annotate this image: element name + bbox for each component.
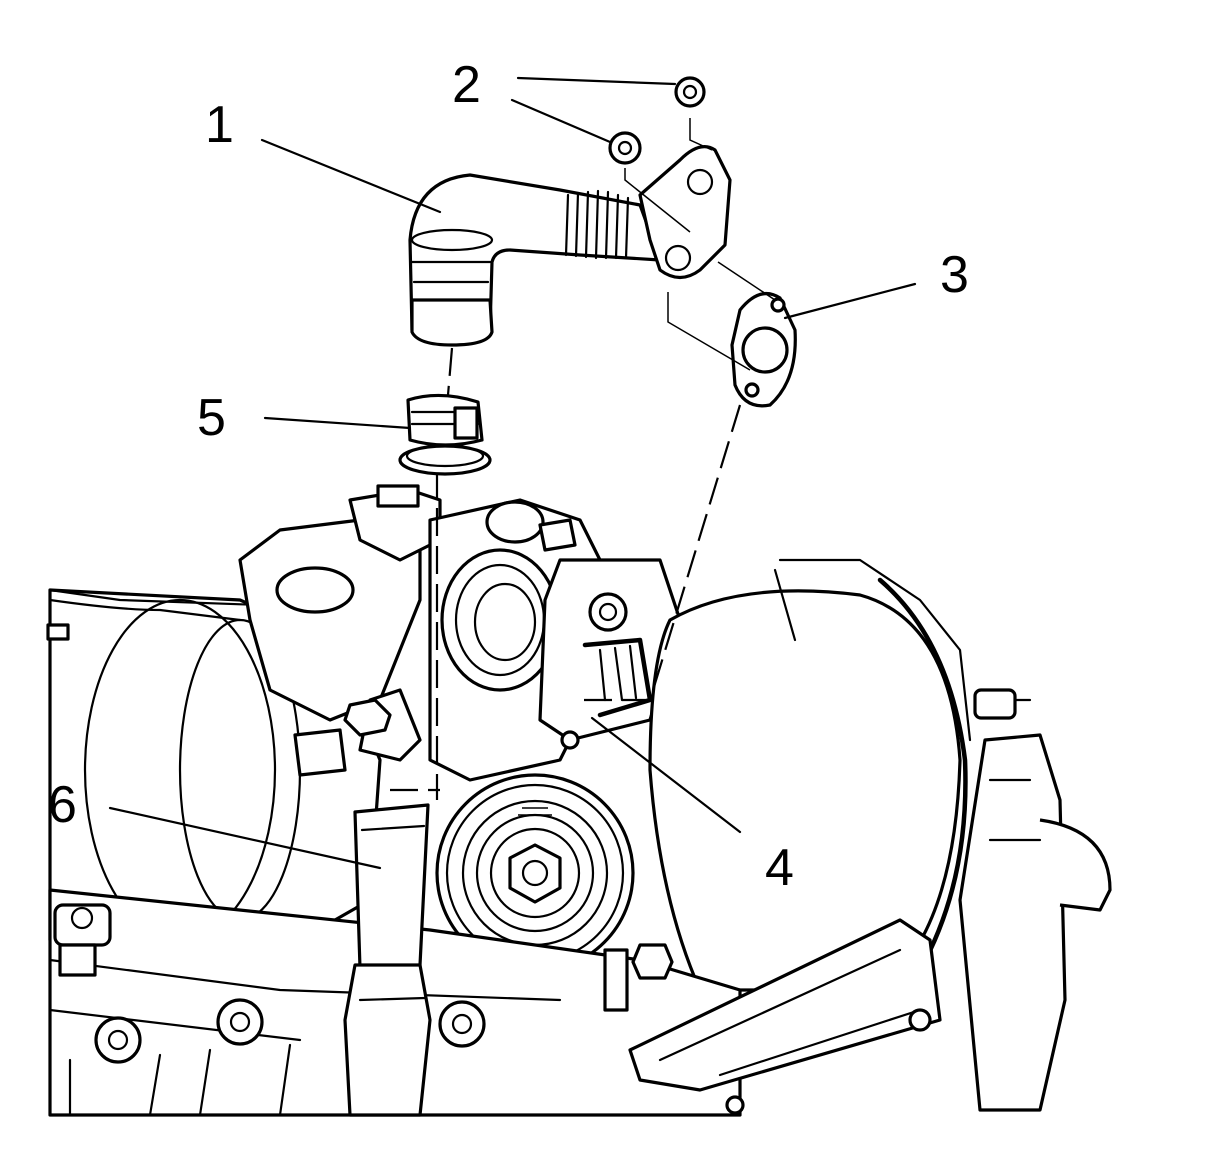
callout-5: 5 bbox=[197, 389, 226, 447]
hose-1 bbox=[408, 173, 662, 347]
hose-6 bbox=[343, 803, 432, 1117]
crank-pulley bbox=[435, 773, 635, 973]
engine-block-illustration bbox=[46, 404, 1112, 1117]
callout-4: 4 bbox=[765, 839, 794, 897]
hose-flange bbox=[638, 145, 732, 280]
callout-3: 3 bbox=[940, 246, 969, 304]
callout-2: 2 bbox=[452, 56, 481, 114]
callout-1: 1 bbox=[205, 96, 234, 154]
nut-icon bbox=[608, 131, 642, 165]
gasket-3 bbox=[730, 291, 797, 408]
nut-icon bbox=[674, 76, 706, 108]
clamp-5 bbox=[398, 393, 492, 476]
callout-6: 6 bbox=[48, 776, 77, 834]
leader-lines bbox=[108, 76, 917, 870]
